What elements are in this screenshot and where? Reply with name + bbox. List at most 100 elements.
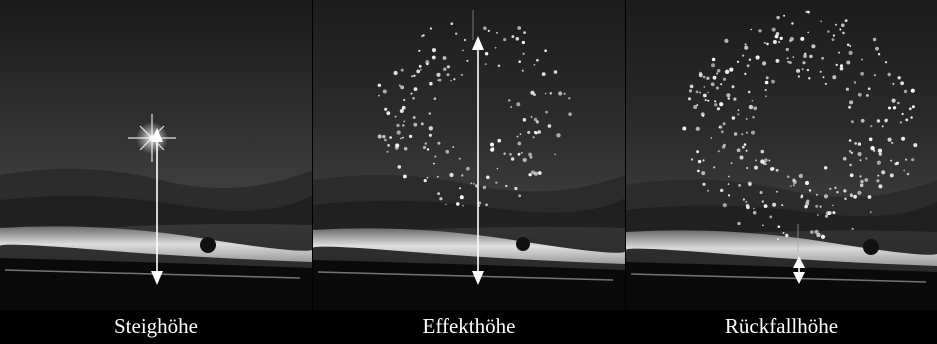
sparkle xyxy=(689,84,694,89)
arrow-head-up-icon xyxy=(151,128,163,142)
sparkle xyxy=(808,77,811,80)
sparkle xyxy=(710,137,712,139)
sparkle xyxy=(745,117,748,120)
sparkle xyxy=(788,61,792,65)
sparkle xyxy=(537,130,541,134)
sparkle xyxy=(436,72,441,77)
sparkle xyxy=(762,61,767,66)
photo-burst-full xyxy=(626,0,937,310)
sparkle xyxy=(412,97,415,100)
sparkle xyxy=(785,47,789,52)
sparkle xyxy=(729,67,734,72)
sparkle xyxy=(901,112,904,116)
sparkle xyxy=(723,143,726,147)
sparkle xyxy=(846,60,851,65)
sparkle xyxy=(434,155,437,158)
sparkle xyxy=(733,132,738,136)
sparkle xyxy=(411,75,413,78)
sparkle xyxy=(819,205,822,208)
sparkle xyxy=(764,158,768,162)
sparkle xyxy=(377,83,381,88)
sparkle xyxy=(743,143,747,146)
sparkle xyxy=(534,131,537,134)
sparkle xyxy=(843,189,847,193)
sparkle xyxy=(758,29,762,33)
sparkle xyxy=(897,101,900,105)
sparkle xyxy=(815,204,819,208)
sparkle xyxy=(428,126,433,131)
sparkle xyxy=(878,152,882,156)
sparkle xyxy=(848,50,853,56)
sparkle xyxy=(544,49,547,52)
sparkle xyxy=(752,210,757,215)
sparkle xyxy=(707,99,710,102)
tree-silhouette xyxy=(200,237,216,253)
sparkle xyxy=(429,81,433,86)
sparkle xyxy=(386,111,391,116)
sparkle xyxy=(704,99,707,102)
sparkle xyxy=(752,116,755,119)
sparkle xyxy=(696,150,699,154)
sparkle xyxy=(445,149,450,154)
sparkle xyxy=(503,38,507,42)
sparkle xyxy=(470,182,473,185)
sparkle xyxy=(846,43,850,47)
sparkle xyxy=(753,207,755,210)
sparkle xyxy=(849,163,852,167)
sparkle xyxy=(431,48,437,53)
sparkle xyxy=(519,133,522,136)
sparkle xyxy=(892,82,895,85)
sparkle xyxy=(857,190,862,195)
sparkle xyxy=(825,211,830,216)
sparkle xyxy=(859,183,864,188)
sparkle xyxy=(747,90,751,94)
sparkle xyxy=(824,82,827,85)
sparkle xyxy=(701,171,706,176)
sparkle xyxy=(778,40,781,44)
sparkle xyxy=(442,56,447,60)
sparkle xyxy=(820,234,826,239)
sparkle xyxy=(690,158,693,161)
sparkle xyxy=(875,46,879,51)
sparkle xyxy=(413,87,418,91)
sparkle xyxy=(433,162,435,165)
sparkle xyxy=(831,38,835,41)
sparkle xyxy=(706,76,710,81)
sparkle xyxy=(461,174,464,177)
sparkle xyxy=(881,125,884,128)
sparkle xyxy=(885,118,888,122)
sparkle xyxy=(514,186,518,191)
sparkle xyxy=(711,63,715,68)
sparkle xyxy=(810,230,814,234)
firework-burst-expanding xyxy=(377,22,572,207)
sparkle xyxy=(484,63,487,66)
sparkle xyxy=(445,203,447,206)
sparkle xyxy=(816,193,818,196)
sparkle xyxy=(423,179,427,183)
sparkle xyxy=(404,147,408,151)
sparkle xyxy=(520,152,523,154)
sparkle xyxy=(437,141,441,145)
sparkle xyxy=(840,64,843,68)
sparkle xyxy=(495,181,498,184)
sparkle xyxy=(814,229,819,234)
sparkle xyxy=(857,142,862,146)
sparkle xyxy=(892,106,897,110)
sparkle xyxy=(849,193,853,197)
sparkle xyxy=(836,191,839,194)
sparkle xyxy=(509,152,512,156)
sparkle xyxy=(766,42,769,46)
sparkle xyxy=(779,36,783,41)
sparkle xyxy=(711,57,716,62)
sparkle xyxy=(710,82,715,87)
tree-silhouette xyxy=(516,237,530,251)
sparkle xyxy=(438,78,442,82)
sparkle xyxy=(420,122,424,126)
sparkle xyxy=(473,183,475,185)
sparkle xyxy=(857,92,862,97)
sparkle xyxy=(462,49,464,52)
sparkle xyxy=(870,125,873,128)
sparkle xyxy=(910,116,913,119)
sparkle xyxy=(716,72,719,75)
sparkle xyxy=(697,169,700,173)
